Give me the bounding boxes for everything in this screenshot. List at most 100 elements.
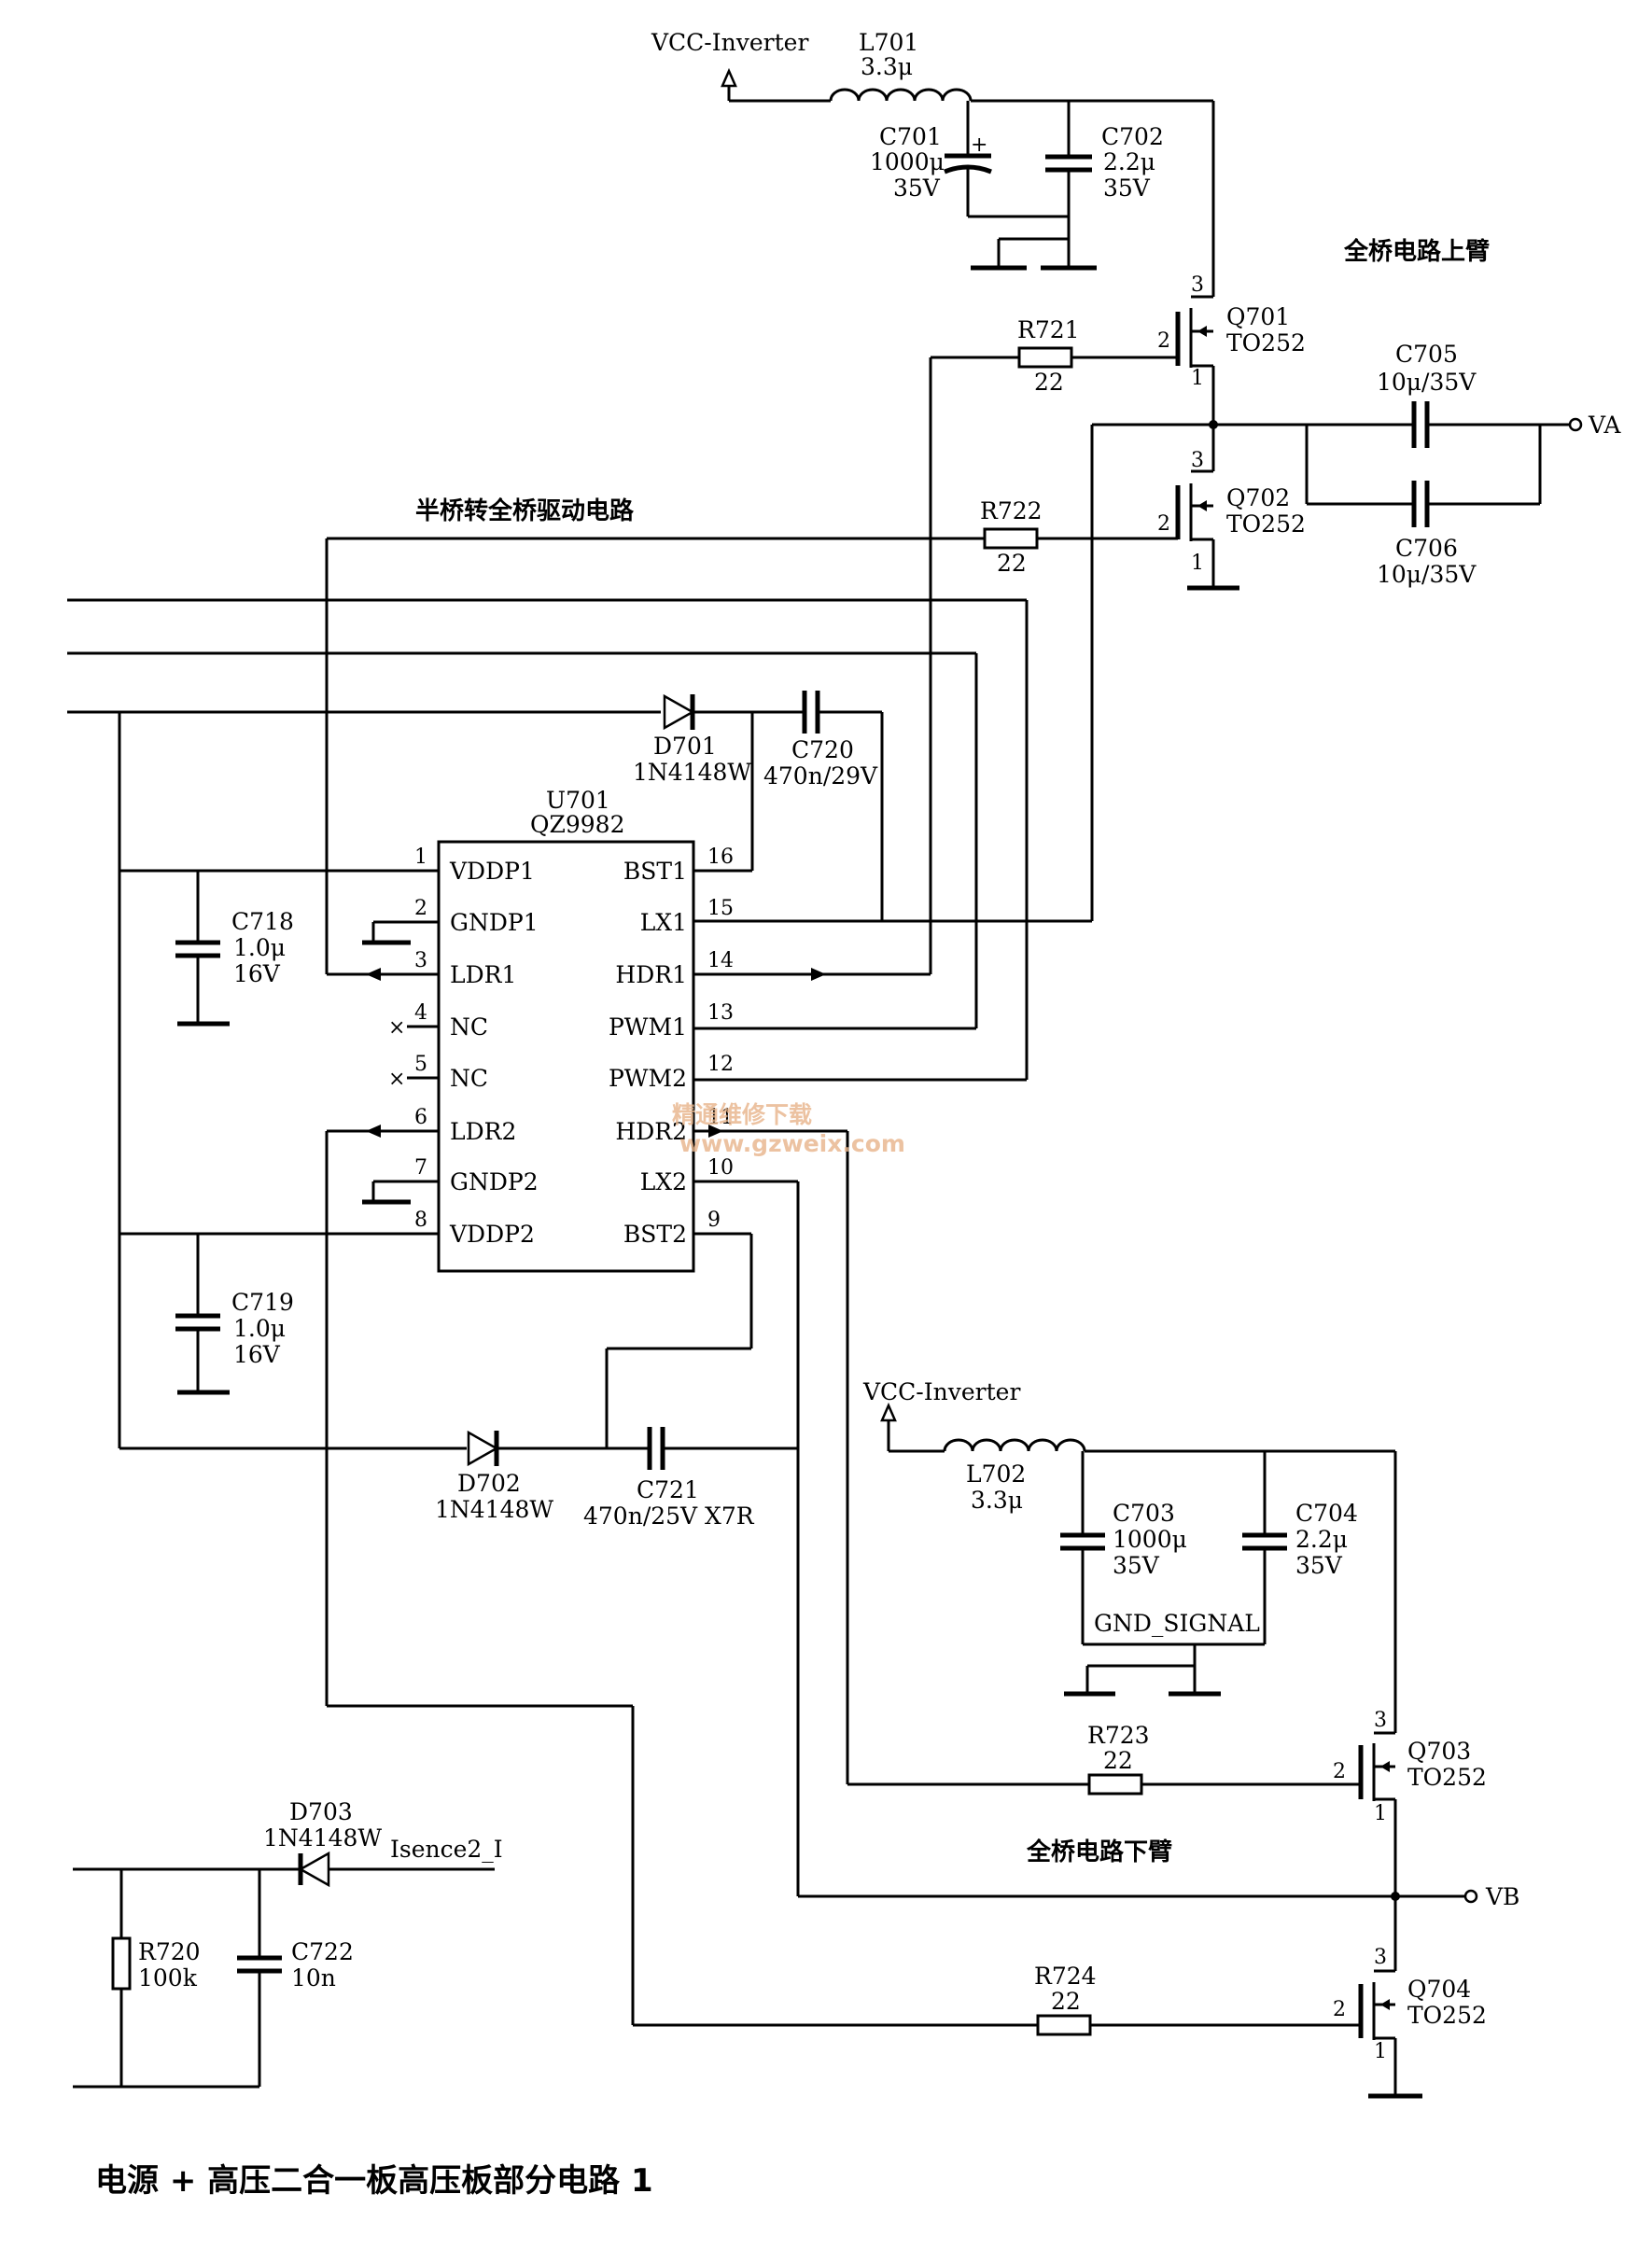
r723-ref: R723 — [1087, 1722, 1150, 1749]
c701-polarity: + — [971, 133, 987, 157]
u701-pin2-num: 2 — [414, 897, 427, 920]
q702-pin3: 3 — [1191, 449, 1204, 472]
u701-pin14-num: 14 — [707, 949, 734, 972]
q701-pin2: 2 — [1157, 329, 1170, 353]
c718: C718 1.0μ 16V — [175, 871, 294, 1027]
ldr1-arrow-icon — [366, 968, 381, 981]
q701-pin1: 1 — [1191, 367, 1204, 390]
label-upper-arm: 全桥电路上臂 — [1343, 237, 1490, 266]
u701-pin12-num: 12 — [707, 1053, 734, 1076]
c705-ref: C705 — [1395, 341, 1458, 368]
bus-lines — [67, 598, 1029, 1080]
watermark-cn: 精通维修下载 — [672, 1101, 812, 1128]
c718-voltage: 16V — [233, 960, 281, 987]
c721-ref: C721 — [637, 1476, 699, 1503]
c719-voltage: 16V — [233, 1341, 281, 1368]
vb-label: VB — [1485, 1883, 1519, 1910]
vcc-arrow-icon — [880, 1402, 897, 1422]
q701-pin3: 3 — [1191, 273, 1204, 297]
vcc-label-top: VCC-Inverter — [651, 29, 808, 56]
c703-value: 1000μ — [1113, 1526, 1187, 1553]
u701-pin13-name: PWM1 — [609, 1013, 687, 1041]
c701-value: 1000μ — [870, 148, 945, 175]
r722-value: 22 — [997, 550, 1027, 577]
hdr1-arrow-icon — [811, 968, 826, 981]
q704-pin1: 1 — [1374, 2040, 1387, 2063]
u701-pin8-num: 8 — [414, 1209, 427, 1232]
u701-pin6-name: LDR2 — [450, 1118, 516, 1145]
gnd-signal-label: GND_SIGNAL — [1094, 1610, 1260, 1637]
q702-pin2: 2 — [1157, 512, 1170, 536]
l701-ref: L701 — [859, 29, 918, 56]
u701-pin10-name: LX2 — [640, 1168, 687, 1195]
d702-ref: D702 — [457, 1470, 521, 1497]
c719: C719 1.0μ 16V — [175, 1234, 294, 1395]
q703-ref: Q703 — [1407, 1738, 1471, 1765]
q702-package: TO252 — [1226, 510, 1306, 538]
l702-ref: L702 — [966, 1460, 1026, 1488]
c720-ref: C720 — [791, 736, 854, 763]
q703-pin1: 1 — [1374, 1802, 1387, 1825]
l702-value: 3.3μ — [971, 1487, 1023, 1514]
d701-diode-icon — [663, 693, 695, 731]
c718-value: 1.0μ — [233, 934, 286, 961]
va-node: VA C705 10μ/35V C706 10μ/35V — [1092, 341, 1621, 588]
c704-value: 2.2μ — [1295, 1526, 1348, 1553]
nc-cross-icon: × — [388, 1068, 405, 1091]
label-lower-arm: 全桥电路下臂 — [1026, 1838, 1172, 1866]
u701-part: QZ9982 — [530, 811, 625, 838]
vcc-arrow-icon — [721, 67, 737, 88]
q704-ref: Q704 — [1407, 1976, 1471, 2003]
q701-package: TO252 — [1226, 329, 1306, 356]
d703-part: 1N4148W — [263, 1824, 382, 1852]
va-terminal — [1568, 417, 1583, 432]
isense-circuit: D703 1N4148W Isence2_I R720 100k C722 10… — [73, 1798, 503, 2089]
u701-pin8-name: VDDP2 — [449, 1221, 535, 1248]
r720-ref: R720 — [138, 1938, 201, 1965]
c701-voltage: 35V — [893, 175, 941, 202]
u701-pin16-name: BST1 — [623, 858, 687, 885]
c702-value: 2.2μ — [1103, 148, 1155, 175]
q703-pin3: 3 — [1374, 1709, 1387, 1732]
u701-pin4-num: 4 — [414, 1001, 427, 1025]
c722-ref: C722 — [291, 1938, 354, 1965]
r720-value: 100k — [138, 1964, 198, 1991]
u701-pin15-name: LX1 — [640, 909, 687, 936]
r724: R724 22 — [633, 1963, 1361, 2036]
c703-voltage: 35V — [1113, 1552, 1160, 1579]
d702-part: 1N4148W — [435, 1496, 553, 1523]
u701-pin3-num: 3 — [414, 949, 427, 972]
r722: R722 22 — [327, 497, 1178, 577]
u701-pin1-name: VDDP1 — [449, 858, 535, 885]
q702: 3 2 1 Q702 TO252 — [1157, 425, 1306, 591]
isence-label: Isence2_I — [390, 1836, 503, 1863]
u701-body — [437, 840, 695, 1273]
r722-ref: R722 — [980, 497, 1043, 524]
c706-ref: C706 — [1395, 535, 1458, 562]
inductor-l701 — [829, 88, 973, 102]
d701-part: 1N4148W — [633, 759, 751, 786]
q704: 3 2 1 Q704 TO252 — [1333, 1896, 1487, 2099]
u701-pin15-num: 15 — [707, 897, 734, 920]
u701-ic: U701 QZ9982 × × 1 2 3 4 5 6 7 8 VDDP1 GN… — [119, 787, 1092, 1273]
u701-pin4-name: NC — [450, 1013, 488, 1041]
l701-value: 3.3μ — [861, 53, 913, 80]
vb-terminal — [1463, 1889, 1478, 1904]
c704-ref: C704 — [1295, 1500, 1358, 1527]
q702-ref: Q702 — [1226, 484, 1290, 511]
c722-value: 10n — [291, 1964, 336, 1991]
u701-pin2-name: GNDP1 — [450, 909, 539, 936]
r721-ref: R721 — [1017, 316, 1080, 343]
u701-pin5-name: NC — [450, 1065, 488, 1092]
r720-body — [111, 1936, 132, 1991]
u701-pin7-num: 7 — [414, 1156, 427, 1180]
d701-ref: D701 — [653, 733, 717, 760]
u701-pin7-name: GNDP2 — [450, 1168, 539, 1195]
c719-value: 1.0μ — [233, 1315, 286, 1342]
ldr2-arrow-icon — [366, 1125, 381, 1138]
c718-ref: C718 — [231, 908, 294, 935]
d703-ref: D703 — [289, 1798, 353, 1825]
c719-ref: C719 — [231, 1289, 294, 1316]
u701-pin10-num: 10 — [707, 1156, 734, 1180]
